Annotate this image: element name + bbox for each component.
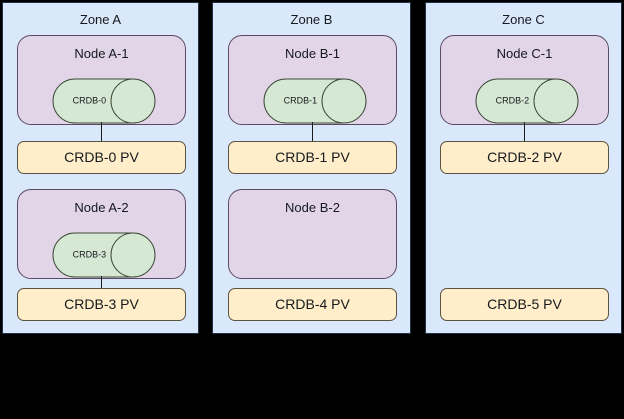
zone-b[interactable]: Zone B Node B-1 CRDB-1 CRDB-1 PV Node B-… bbox=[212, 2, 411, 334]
volume-crdb-4-pv-label: CRDB-4 PV bbox=[275, 296, 350, 312]
volume-crdb-1-pv[interactable]: CRDB-1 PV bbox=[228, 141, 397, 174]
database-crdb-2[interactable]: CRDB-2 bbox=[475, 78, 579, 124]
zone-b-label: Zone B bbox=[290, 12, 333, 27]
connector-node-b-1-to-pv bbox=[312, 122, 313, 144]
node-a-2-label: Node A-2 bbox=[74, 200, 129, 215]
volume-crdb-0-pv-label: CRDB-0 PV bbox=[64, 149, 139, 165]
volume-crdb-2-pv[interactable]: CRDB-2 PV bbox=[440, 141, 609, 174]
volume-crdb-5-pv-label: CRDB-5 PV bbox=[487, 296, 562, 312]
node-b-1-label: Node B-1 bbox=[285, 46, 340, 61]
volume-crdb-3-pv-label: CRDB-3 PV bbox=[64, 296, 139, 312]
cylinder-shape bbox=[475, 78, 579, 124]
node-b-1[interactable]: Node B-1 CRDB-1 bbox=[228, 35, 397, 125]
node-a-2[interactable]: Node A-2 CRDB-3 bbox=[17, 189, 186, 279]
connector-node-a-1-to-pv bbox=[101, 122, 102, 144]
database-crdb-3[interactable]: CRDB-3 bbox=[52, 232, 156, 278]
volume-crdb-5-pv[interactable]: CRDB-5 PV bbox=[440, 288, 609, 321]
node-b-2-label: Node B-2 bbox=[285, 200, 340, 215]
node-b-2[interactable]: Node B-2 bbox=[228, 189, 397, 279]
cylinder-shape bbox=[52, 78, 156, 124]
database-crdb-0[interactable]: CRDB-0 bbox=[52, 78, 156, 124]
node-c-1[interactable]: Node C-1 CRDB-2 bbox=[440, 35, 609, 125]
node-c-1-label: Node C-1 bbox=[496, 46, 553, 61]
zone-c[interactable]: Zone C Node C-1 CRDB-2 CRDB-2 PV CRDB-5 … bbox=[425, 2, 622, 334]
database-crdb-1[interactable]: CRDB-1 bbox=[263, 78, 367, 124]
volume-crdb-3-pv[interactable]: CRDB-3 PV bbox=[17, 288, 186, 321]
volume-crdb-0-pv[interactable]: CRDB-0 PV bbox=[17, 141, 186, 174]
zone-c-label: Zone C bbox=[502, 12, 545, 27]
volume-crdb-2-pv-label: CRDB-2 PV bbox=[487, 149, 562, 165]
volume-crdb-1-pv-label: CRDB-1 PV bbox=[275, 149, 350, 165]
volume-crdb-4-pv[interactable]: CRDB-4 PV bbox=[228, 288, 397, 321]
connector-node-c-1-to-pv bbox=[524, 122, 525, 144]
connector-node-a-2-to-pv bbox=[101, 276, 102, 298]
node-a-1-label: Node A-1 bbox=[74, 46, 129, 61]
node-a-1[interactable]: Node A-1 CRDB-0 bbox=[17, 35, 186, 125]
cylinder-shape bbox=[52, 232, 156, 278]
zone-a[interactable]: Zone A Node A-1 CRDB-0 CRDB-0 PV Node A-… bbox=[2, 2, 199, 334]
zone-a-label: Zone A bbox=[79, 12, 122, 27]
cylinder-shape bbox=[263, 78, 367, 124]
